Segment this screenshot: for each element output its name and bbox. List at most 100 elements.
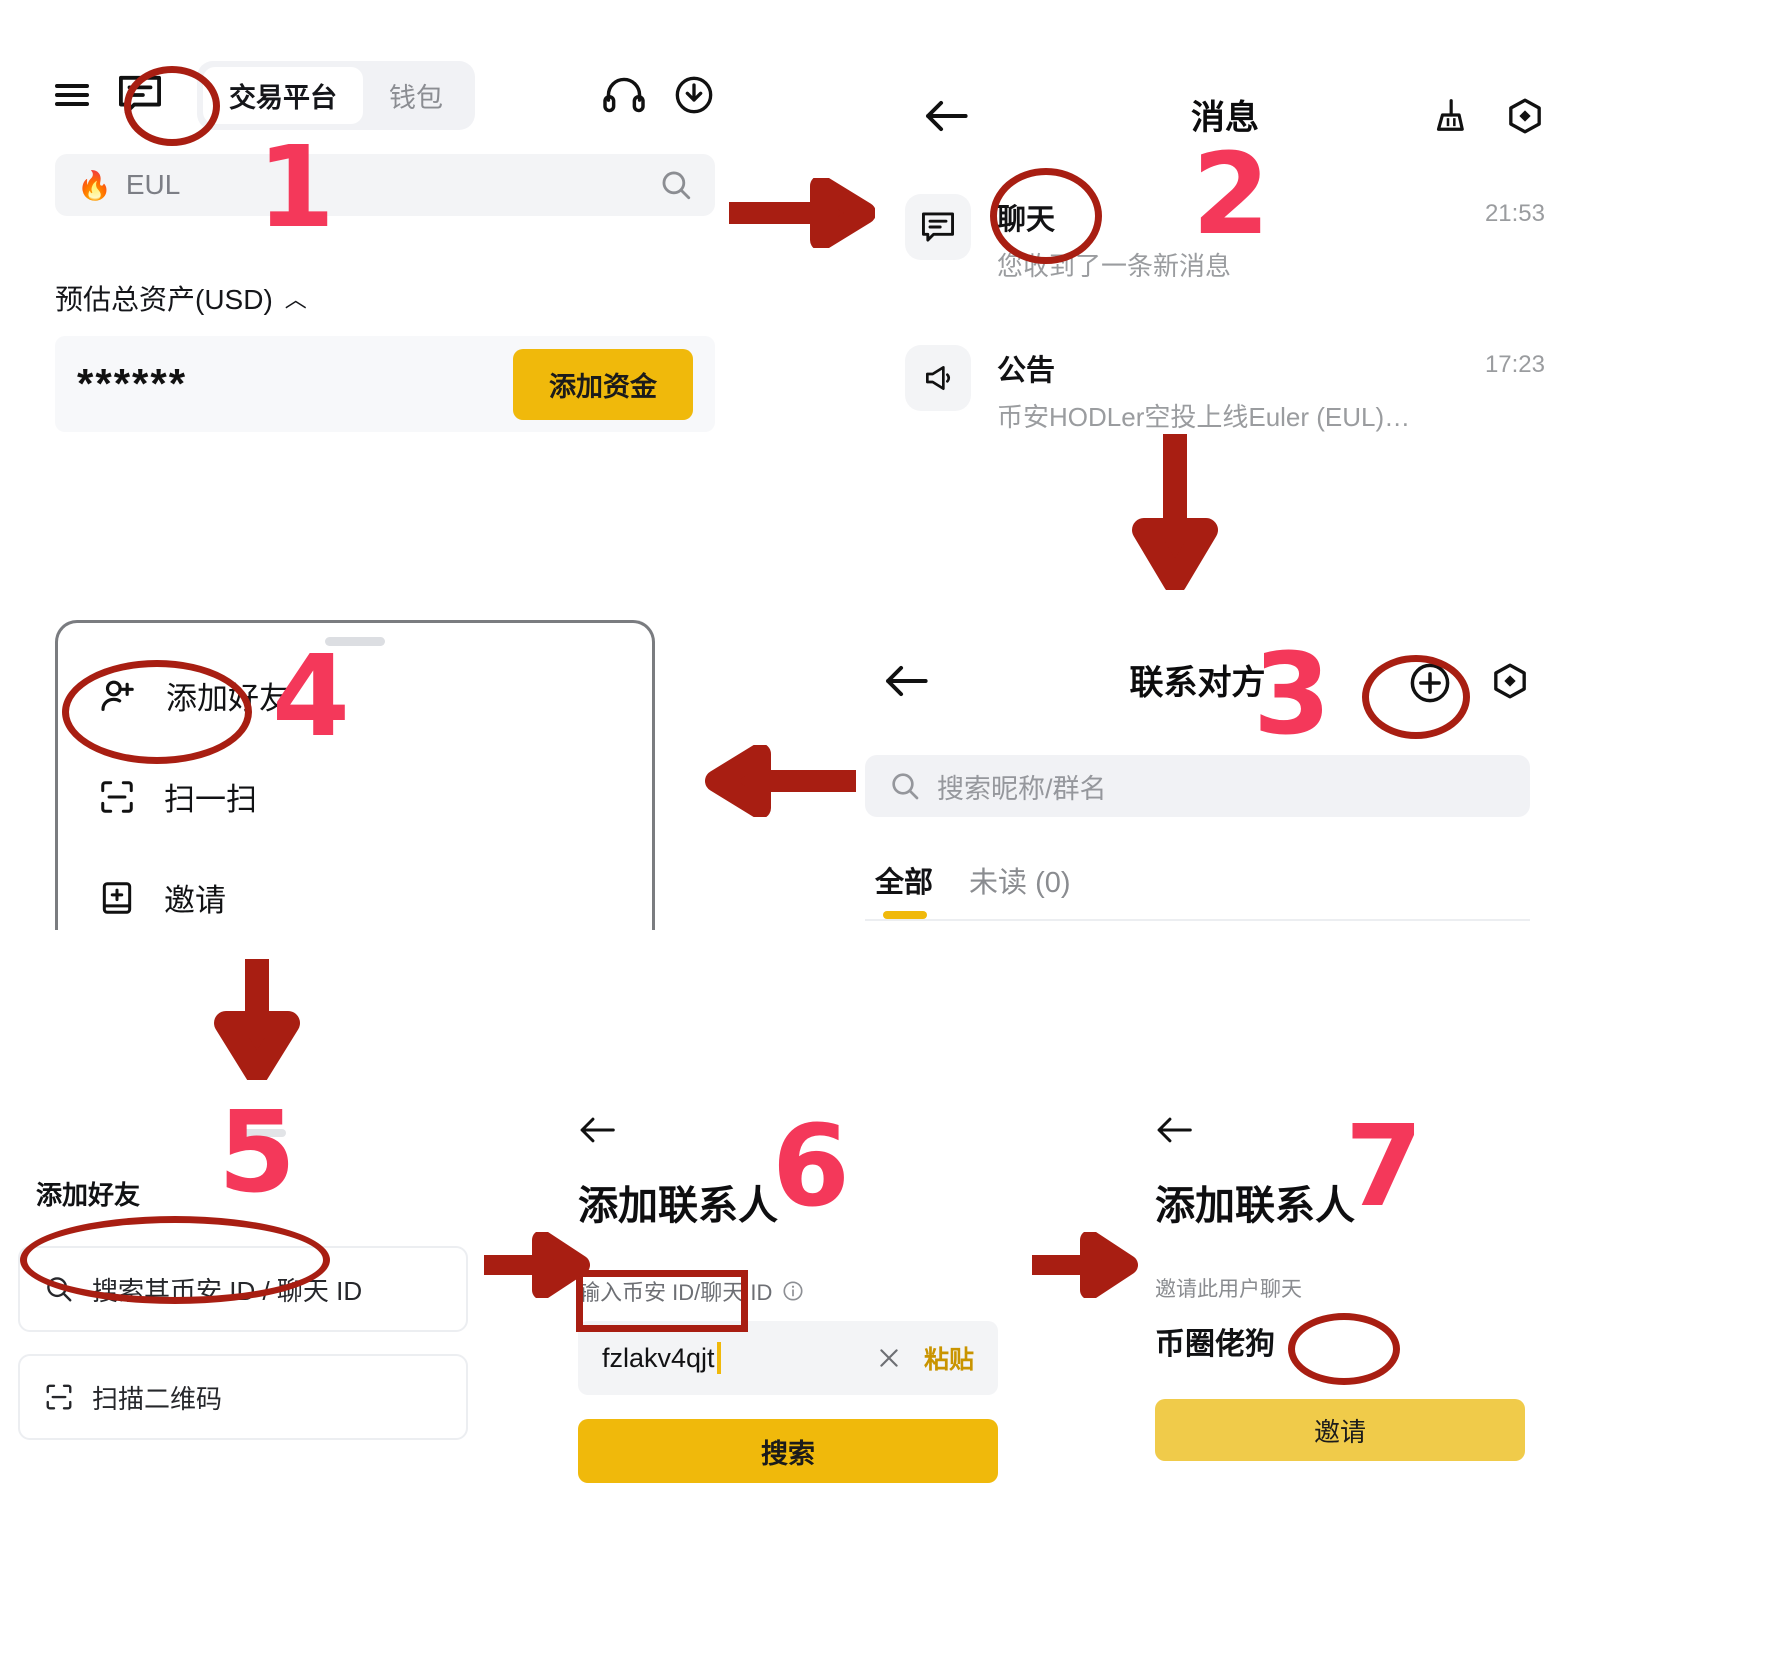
panel-invite-contact-screen: 添加联系人 邀请此用户聊天 币圈佬狗 邀请 (1155, 1115, 1525, 1461)
step-number-5: 5 (218, 1088, 296, 1218)
panel1-topbar: 交易平台 钱包 (55, 60, 715, 130)
panel5-sheet: 添加好友 搜索其币安 ID / 聊天 ID 扫描二维码 (18, 1115, 468, 1440)
step-number-3: 3 (1253, 630, 1331, 760)
headset-icon[interactable] (603, 76, 645, 114)
tab-all[interactable]: 全部 (875, 859, 933, 919)
flame-icon: 🔥 (77, 169, 112, 201)
panel7-subtitle: 邀请此用户聊天 (1155, 1278, 1302, 1301)
contact-name: 币圈佬狗 (1155, 1328, 1275, 1361)
message-row-announcement-time: 17:23 (1484, 351, 1545, 378)
tab-trading-platform[interactable]: 交易平台 (203, 66, 363, 124)
step-number-7: 7 (1345, 1102, 1423, 1232)
info-icon[interactable] (782, 1280, 804, 1302)
arrow-step5-to-step6 (484, 1232, 590, 1298)
back-arrow-icon[interactable] (578, 1115, 998, 1145)
menu-item-scan-label: 扫一扫 (164, 782, 257, 817)
contacts-search-placeholder: 搜索昵称/群名 (937, 773, 1107, 804)
message-row-chat[interactable]: 聊天 您收到了一条新消息 21:53 (905, 194, 1545, 283)
assets-value-masked: ****** (77, 360, 188, 407)
panel-contacts-screen: 联系对方 搜索昵称/群名 全部 未读 (0) (865, 655, 1530, 921)
sheet-grabber[interactable] (236, 1129, 286, 1137)
panel-messages-screen: 消息 聊天 您收到了一条新消息 21:53 公告 币安HODLer空投上线Eul… (905, 90, 1545, 434)
bottom-sheet: 添加好友 扫一扫 邀请 (55, 620, 655, 930)
invite-button[interactable]: 邀请 (1155, 1399, 1525, 1461)
invite-book-icon (98, 879, 136, 917)
tab-unread[interactable]: 未读 (0) (969, 867, 1071, 899)
panel5-title: 添加好友 (36, 1180, 141, 1210)
sheet-grabber[interactable] (325, 637, 385, 646)
binance-id-input-value: fzlakv4qjt (602, 1342, 715, 1373)
add-funds-button[interactable]: 添加资金 (513, 348, 693, 420)
close-icon[interactable] (876, 1345, 902, 1371)
arrow-step2-to-step3 (1132, 434, 1218, 590)
panel3-title: 联系对方 (1129, 664, 1266, 702)
scan-icon (98, 778, 136, 816)
panel3-navbar: 联系对方 (865, 655, 1530, 725)
arrow-step4-to-step5 (214, 959, 300, 1080)
message-row-chat-title: 聊天 (997, 204, 1056, 236)
tab-wallet[interactable]: 钱包 (389, 82, 443, 113)
step-number-2: 2 (1192, 130, 1270, 260)
menu-item-add-friend-label: 添加好友 (166, 681, 290, 716)
scan-icon (44, 1382, 74, 1412)
step-number-4: 4 (272, 632, 350, 762)
back-arrow-icon[interactable] (1155, 1115, 1525, 1145)
hexagon-settings-icon[interactable] (1490, 661, 1530, 705)
search-input[interactable]: 🔥 EUL (55, 154, 715, 216)
message-row-announcement[interactable]: 公告 币安HODLer空投上线Euler (EUL)… 17:23 (905, 345, 1545, 434)
step-number-1: 1 (257, 123, 335, 253)
panel1-top-icons (603, 75, 715, 115)
message-row-chat-time: 21:53 (1484, 200, 1545, 227)
back-arrow-icon[interactable] (883, 663, 929, 699)
search-input-value: EUL (125, 169, 181, 200)
arrow-step1-to-step2 (729, 178, 875, 248)
text-caret (716, 1342, 721, 1374)
back-arrow-icon[interactable] (923, 98, 969, 134)
message-row-announcement-subtitle: 币安HODLer空投上线Euler (EUL)… (997, 402, 1411, 432)
download-circle-icon[interactable] (673, 75, 715, 115)
megaphone-icon (905, 345, 971, 411)
estimated-assets-label[interactable]: 预估总资产(USD) ︿ (55, 278, 715, 318)
menu-item-invite[interactable]: 邀请 (58, 847, 652, 948)
menu-item-add-friend[interactable]: 添加好友 (58, 645, 652, 746)
panel6-input-right-controls: 粘贴 (876, 1340, 974, 1376)
binance-id-input[interactable]: fzlakv4qjt 粘贴 (578, 1321, 998, 1395)
search-icon (889, 770, 921, 802)
estimated-assets-text: 预估总资产(USD) (55, 284, 273, 315)
chat-bubble-icon[interactable] (117, 74, 163, 116)
menu-item-scan[interactable]: 扫一扫 (58, 746, 652, 847)
search-button[interactable]: 搜索 (578, 1419, 998, 1483)
panel6-field-label-text: 输入币安 ID/聊天 ID (578, 1280, 773, 1305)
panel-add-friend-screen: 添加好友 搜索其币安 ID / 聊天 ID 扫描二维码 (18, 1115, 468, 1440)
search-icon[interactable] (659, 168, 693, 202)
chat-bubble-icon (905, 194, 971, 260)
search-binance-id-label: 搜索其币安 ID / 聊天 ID (92, 1275, 363, 1306)
menu-item-invite-label: 邀请 (164, 883, 226, 918)
panel6-field-label: 输入币安 ID/聊天 ID (578, 1275, 998, 1307)
assets-card: ****** 添加资金 (55, 336, 715, 432)
panel-add-contact-input-screen: 添加联系人 输入币安 ID/聊天 ID fzlakv4qjt 粘贴 搜索 (578, 1115, 998, 1483)
panel7-title: 添加联系人 (1155, 1184, 1355, 1228)
panel2-navbar: 消息 (905, 90, 1545, 160)
scan-qr-code-item[interactable]: 扫描二维码 (18, 1354, 468, 1440)
plus-circle-icon[interactable] (1408, 661, 1452, 705)
search-icon (44, 1274, 74, 1304)
panel-home-screen: 交易平台 钱包 🔥 EUL 预估总资产(USD) ︿ ****** 添加资金 (55, 60, 715, 432)
broom-clear-icon[interactable] (1429, 96, 1467, 136)
scan-qr-code-label: 扫描二维码 (92, 1383, 223, 1414)
arrow-step6-to-step7 (1032, 1232, 1138, 1298)
contacts-search-input[interactable]: 搜索昵称/群名 (865, 755, 1530, 817)
panel2-nav-right-icons (1429, 96, 1545, 136)
panel3-nav-right-icons (1408, 661, 1530, 705)
paste-button[interactable]: 粘贴 (923, 1346, 974, 1374)
hexagon-settings-icon[interactable] (1505, 96, 1545, 136)
contacts-tabs-divider (865, 919, 1530, 921)
message-row-announcement-title: 公告 (997, 355, 1056, 387)
chevron-up-icon[interactable]: ︿ (284, 287, 307, 312)
search-binance-id-field[interactable]: 搜索其币安 ID / 聊天 ID (18, 1246, 468, 1332)
message-row-chat-body: 聊天 您收到了一条新消息 (997, 194, 1459, 283)
message-row-chat-subtitle: 您收到了一条新消息 (997, 251, 1232, 281)
person-add-icon (98, 676, 138, 716)
menu-icon[interactable] (55, 83, 89, 107)
panel1-segmented-tabs: 交易平台 钱包 (197, 60, 475, 130)
